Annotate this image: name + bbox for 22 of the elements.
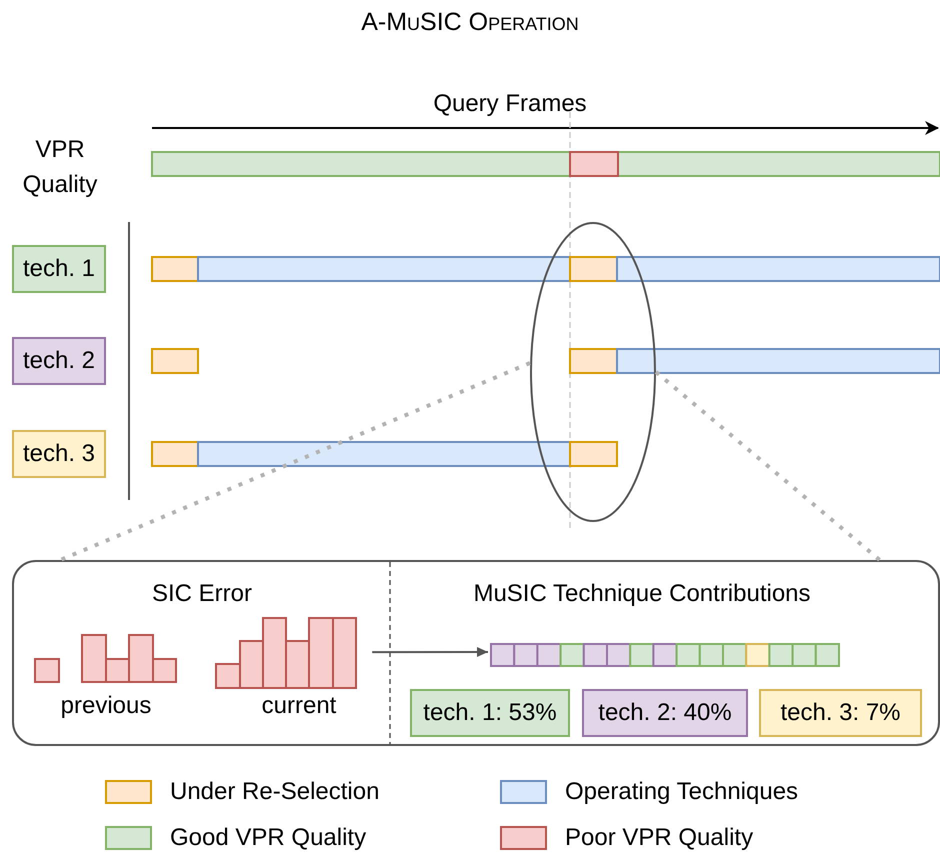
histogram-label: current bbox=[260, 692, 338, 720]
arrow bbox=[372, 647, 488, 658]
row-label: VPR Quality bbox=[22, 135, 98, 200]
technique-box: tech. 3 bbox=[12, 430, 106, 478]
technique-box: tech. 2 bbox=[12, 337, 106, 385]
section-title: MuSIC Technique Contributions bbox=[472, 580, 812, 608]
legend-label: Under Re-Selection bbox=[170, 778, 380, 806]
axis-label: Query Frames bbox=[432, 90, 588, 118]
histogram-label: previous bbox=[60, 692, 152, 720]
contribution-box: tech. 1: 53% bbox=[410, 689, 570, 737]
diagram-title: A-MuSIC Operation bbox=[360, 8, 580, 37]
contribution-box: tech. 2: 40% bbox=[582, 689, 748, 737]
legend-label: Operating Techniques bbox=[565, 778, 798, 806]
ellipse-outline bbox=[530, 222, 656, 522]
section-title: SIC Error bbox=[150, 580, 253, 608]
legend-label: Poor VPR Quality bbox=[565, 824, 754, 852]
leader-line bbox=[59, 361, 531, 562]
contribution-box: tech. 3: 7% bbox=[759, 689, 922, 737]
panel-box bbox=[12, 560, 940, 746]
contribution-bar bbox=[490, 643, 840, 667]
legend-label: Good VPR Quality bbox=[170, 824, 366, 852]
technique-box: tech. 1 bbox=[12, 245, 106, 293]
